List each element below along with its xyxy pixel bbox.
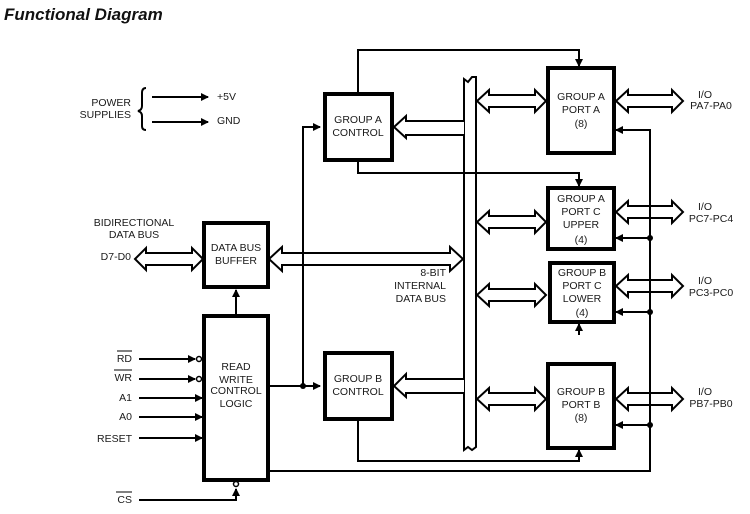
bus-port-c-lower-arrow [475,281,548,309]
rw-label-4: LOGIC [220,398,253,410]
data-bus-label-2: DATA BUS [109,229,159,241]
gnd-label: GND [217,115,241,127]
rw-to-groupa-arrow [302,123,321,386]
io-c-lower-pins: PC3-PC0 [689,287,734,299]
rd-inversion-bubble [195,355,203,363]
data-bus-buffer-label-1: DATA BUS [211,242,261,254]
port-c-upper-label-3: UPPER [563,219,600,231]
group-a-control-block [323,92,394,162]
groupb-control-to-port-b [357,421,583,462]
group-a-port-a-block [546,66,616,155]
rw-label-2: WRITE [219,374,253,386]
data-bus-label-1: BIDIRECTIONAL [94,217,175,229]
port-a-label-1: GROUP A [557,91,605,103]
port-c-upper-label-4: (4) [575,234,588,246]
data-bus-buffer-block [202,221,270,289]
group-b-control-label-1: GROUP B [334,373,382,385]
a0-label: A0 [119,411,132,423]
internal-bus-label-3: DATA BUS [396,293,446,305]
rw-control-block [202,314,270,482]
bus-port-b-arrow [475,385,548,413]
power-label-2: SUPPLIES [80,109,131,121]
io-port-a-arrow [614,87,685,115]
group-b-control-label-2: CONTROL [332,386,383,398]
groupa-control-to-port-a [357,49,583,92]
port-b-label-2: PORT B [562,399,601,411]
cs-label: CS [117,494,132,506]
internal-bus-label-1: 8-BIT [420,267,446,279]
io-b-pins: PB7-PB0 [689,398,732,410]
data-bus-double-arrow [133,245,205,273]
wr-label: WR [115,372,133,384]
power-label-1: POWER [91,97,131,109]
io-a-pins: PA7-PA0 [690,100,732,112]
data-bus-pins: D7-D0 [101,251,132,263]
port-b-label-3: (8) [575,412,588,424]
control-inputs: RD WR A1 A0 RESET CS [97,350,240,506]
rd-label: RD [117,353,133,365]
bus-port-c-upper-arrow [475,208,548,236]
data-bus-buffer-label-2: BUFFER [215,255,257,267]
port-c-lower-label-4: (4) [576,307,589,319]
rw-label-3: CONTROL [210,385,261,397]
port-b-label-1: GROUP B [557,386,605,398]
reset-label: RESET [97,433,133,445]
internal-bus-label-2: INTERNAL [394,280,446,292]
io-a-label: I/O [698,89,712,101]
group-b-port-c-lower-block [548,261,616,324]
power-brace [137,87,147,131]
group-b-port-b-block [546,362,616,450]
cs-arrow [139,488,240,501]
vcc-label: +5V [217,91,236,103]
diagram-title: Functional Diagram [4,5,163,24]
bus-to-groupb-control-arrow [392,371,464,400]
groupa-control-to-port-c-upper [357,162,583,187]
io-c-lower-label: I/O [698,275,712,287]
rw-label-1: READ [221,361,251,373]
group-a-port-c-upper-block [546,186,616,251]
io-c-upper-label: I/O [698,201,712,213]
io-b-label: I/O [698,386,712,398]
port-c-upper-label-2: PORT C [561,206,601,218]
wr-inversion-bubble [195,375,203,383]
a1-label: A1 [119,392,132,404]
port-c-upper-label-1: GROUP A [557,193,605,205]
external-data-bus: BIDIRECTIONAL DATA BUS D7-D0 [94,217,205,273]
group-b-control-block [323,351,394,421]
port-a-label-2: PORT A [562,104,600,116]
group-a-control-label-2: CONTROL [332,127,383,139]
port-c-lower-label-1: GROUP B [558,267,606,279]
port-c-lower-label-3: LOWER [563,293,602,305]
bus-port-a-arrow [475,87,548,115]
io-c-upper-pins: PC7-PC4 [689,213,734,225]
cs-inversion-bubble [232,480,240,488]
group-a-control-label-1: GROUP A [334,114,382,126]
port-a-label-3: (8) [575,118,588,130]
internal-bus-vertical [463,76,477,452]
power-supplies: POWER SUPPLIES +5V GND [80,87,241,131]
bus-to-groupa-control-arrow [392,113,464,141]
port-c-lower-label-2: PORT C [562,280,602,292]
